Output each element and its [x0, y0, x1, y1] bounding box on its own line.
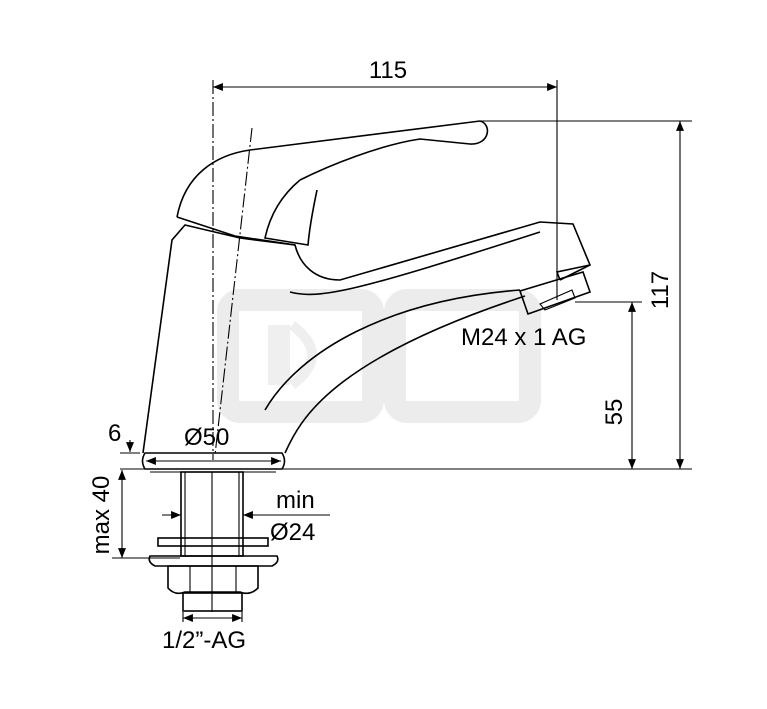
label-6: 6	[108, 420, 121, 447]
mounting-shank	[148, 471, 279, 612]
label-50: Ø50	[184, 424, 229, 451]
label-117: 117	[647, 271, 674, 309]
label-115: 115	[369, 57, 407, 84]
faucet-body	[142, 120, 592, 454]
label-min: min	[276, 487, 315, 514]
centerline-inclined	[214, 127, 253, 456]
label-spout-thread: M24 x 1 AG	[461, 324, 586, 351]
label-24: Ø24	[270, 519, 315, 546]
label-max40: max 40	[88, 476, 115, 555]
label-connection-thread: 1/2”-AG	[162, 627, 246, 654]
watermark-logo	[217, 289, 541, 423]
label-55: 55	[601, 399, 628, 426]
